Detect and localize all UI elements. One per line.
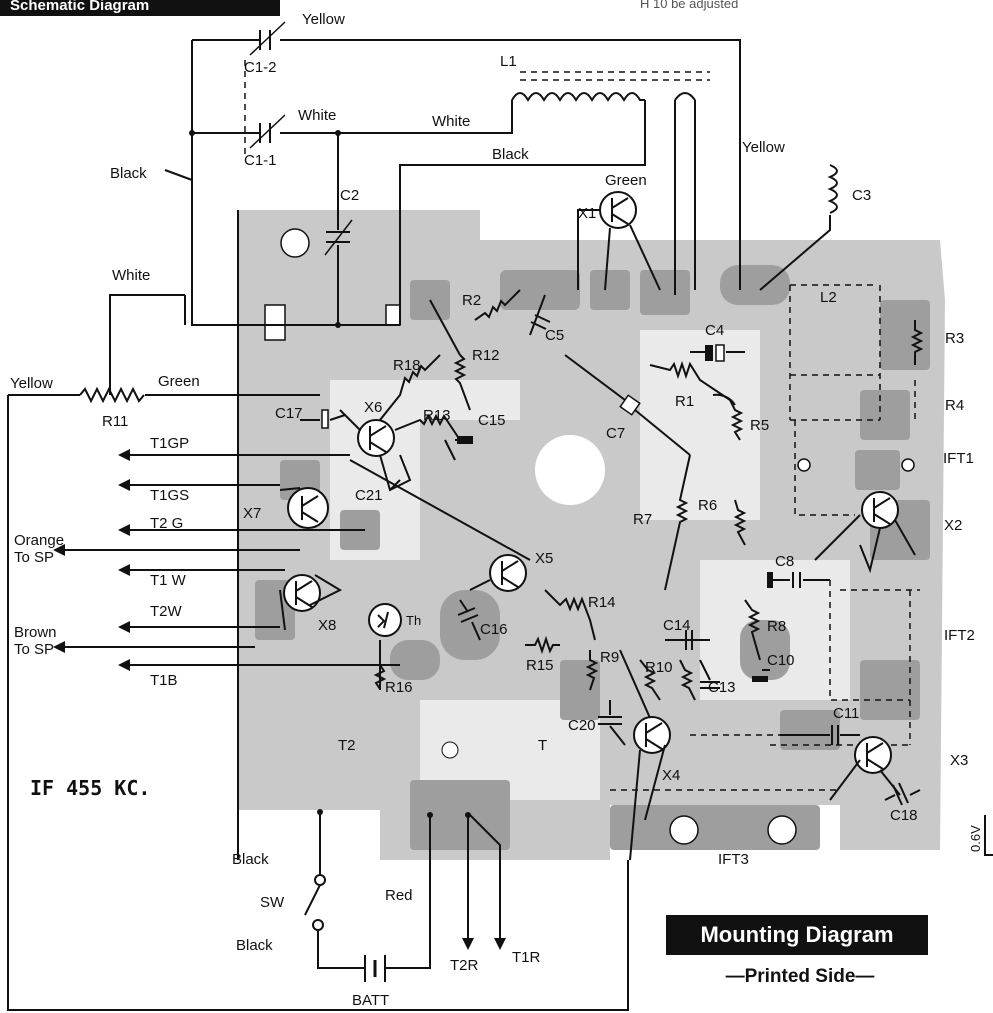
label-yellow-right: Yellow [742,139,785,156]
label-x2: X2 [944,517,962,534]
label-c5: C5 [545,327,564,344]
label-c20: C20 [568,717,596,734]
label-c18: C18 [890,807,918,824]
label-brown-to-sp-2: To SP [14,641,54,658]
label-c1-2: C1-2 [244,59,277,76]
label-x5: X5 [535,550,553,567]
label-c3: C3 [852,187,871,204]
label-black-sw-top: Black [232,851,269,868]
label-l1: L1 [500,53,517,70]
label-c4: C4 [705,322,724,339]
label-x1: X1 [578,205,596,222]
antenna-tuning-wiring [8,21,838,860]
label-ift2: IFT2 [944,627,975,644]
label-c15: C15 [478,412,506,429]
label-c2: C2 [340,187,359,204]
label-orange-to-sp-1: Orange [14,532,64,549]
label-r10: R10 [645,659,673,676]
terminal-arrows [53,449,380,671]
label-orange-to-sp-2: To SP [14,549,54,566]
label-c16: C16 [480,621,508,638]
label-c17: C17 [275,405,303,422]
label-c7: C7 [606,425,625,442]
label-white-top: White [298,107,336,124]
label-white-left: White [112,267,150,284]
label-yellow-left: Yellow [10,375,53,392]
label-c14: C14 [663,617,691,634]
label-r2: R2 [462,292,481,309]
terminal-t1gs: T1GS [150,487,189,504]
label-r5: R5 [750,417,769,434]
schematic-title: Schematic Diagram [10,0,150,14]
terminal-t1w: T1 W [150,572,187,589]
label-sw: SW [260,894,285,911]
label-t1r: T1R [512,949,541,966]
label-x4: X4 [662,767,680,784]
label-c21: C21 [355,487,383,504]
label-t2: T2 [338,737,356,754]
label-r1: R1 [675,393,694,410]
label-r4: R4 [945,397,964,414]
label-black-left: Black [110,165,147,182]
label-ift3: IFT3 [718,851,749,868]
label-c8: C8 [775,553,794,570]
label-x8: X8 [318,617,336,634]
label-c1-1: C1-1 [244,152,277,169]
label-r18: R18 [393,357,421,374]
if-frequency-note: IF 455 KC. [30,776,150,800]
label-c10: C10 [767,652,795,669]
component-wiring [120,191,924,861]
label-red: Red [385,887,413,904]
label-th: Th [406,613,421,628]
label-r13: R13 [423,407,451,424]
terminal-t1b: T1B [150,672,178,689]
label-r16: R16 [385,679,413,696]
label-r14: R14 [588,594,616,611]
label-c13: C13 [708,679,736,696]
label-r15: R15 [526,657,554,674]
label-brown-to-sp-1: Brown [14,624,57,641]
label-r9: R9 [600,649,619,666]
terminal-t2w: T2W [150,603,183,620]
label-green-left: Green [158,373,200,390]
label-r11: R11 [102,413,128,430]
label-x6: X6 [364,399,382,416]
label-r8: R8 [767,618,786,635]
label-l2: L2 [820,289,837,306]
schematic-title-banner: Schematic Diagram [0,0,280,16]
label-white-mid: White [432,113,470,130]
label-x3: X3 [950,752,968,769]
label-r3: R3 [945,330,964,347]
label-black-sw-bottom: Black [236,937,273,954]
top-note: H 10 be adjusted [640,0,738,11]
battery-switch-circuit [304,809,506,982]
label-yellow-top: Yellow [302,11,345,28]
labels: Yellow White White Black Black White Yel… [10,0,983,1009]
label-t: T [538,737,547,754]
label-r7: R7 [633,511,652,528]
voltage-marker [984,815,993,856]
printed-side-label: —Printed Side— [725,966,875,987]
label-batt: BATT [352,992,389,1009]
label-green-x1: Green [605,172,647,189]
label-black-mid: Black [492,146,529,163]
label-r6: R6 [698,497,717,514]
label-c11: C11 [833,705,859,722]
terminal-t1gp: T1GP [150,435,189,452]
voltage-note: 0.6V [968,825,983,852]
terminal-t2g: T2 G [150,515,183,532]
mounting-diagram-title: Mounting Diagram [700,922,894,947]
label-x7: X7 [243,505,261,522]
mounting-diagram-banner: Mounting Diagram [666,915,928,955]
label-r12: R12 [472,347,500,364]
outer-frame-wire [7,395,629,1011]
label-t2r: T2R [450,957,479,974]
label-ift1: IFT1 [943,450,974,467]
